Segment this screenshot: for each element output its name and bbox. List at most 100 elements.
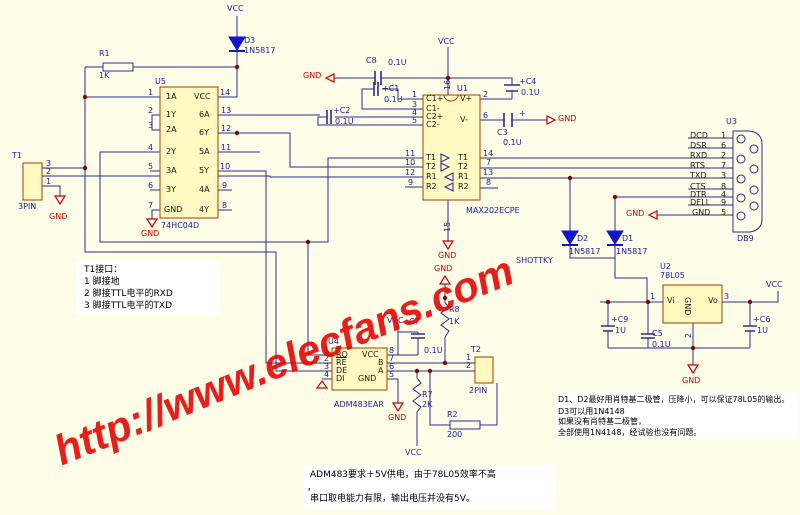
u4-name-b: B bbox=[378, 358, 384, 367]
note-diode-line3: 如果没有肖特基二极管， bbox=[558, 417, 646, 426]
max-pin-5: 5 bbox=[412, 116, 418, 125]
u5-pin-13: 13 bbox=[221, 106, 232, 115]
u4-partnum: ADM483EAR bbox=[334, 400, 384, 409]
u2-pin-3: 3 bbox=[724, 292, 730, 301]
db9-pin-1: 1 bbox=[721, 131, 727, 140]
vcc-r7-label: VCC bbox=[405, 448, 422, 457]
u5-pin-9: 9 bbox=[222, 181, 228, 190]
c3-capacitor bbox=[503, 113, 513, 127]
max-name-r2r: R2 bbox=[458, 182, 469, 191]
u4-name-vcc: VCC bbox=[362, 350, 379, 359]
d2-diode-icon bbox=[561, 230, 579, 245]
r8-value: 1K bbox=[449, 317, 460, 326]
r8-refdes: R8 bbox=[449, 305, 460, 314]
gnd-arrow-c8-icon bbox=[324, 73, 335, 83]
max-pin-8: 8 bbox=[486, 178, 492, 187]
max-pin-11: 11 bbox=[405, 149, 416, 158]
c1-capacitor bbox=[373, 82, 379, 96]
wires bbox=[42, 16, 779, 446]
u5-pin-3: 3 bbox=[148, 121, 154, 130]
gnd-c8-label: GND bbox=[303, 71, 322, 80]
c3-plus: + bbox=[519, 109, 526, 118]
t1-value: 3PIN bbox=[18, 202, 37, 211]
r2-refdes: R2 bbox=[447, 410, 458, 419]
u2-refdes: U2 bbox=[660, 262, 671, 271]
c1-value: 0.1U bbox=[384, 95, 403, 104]
u4-pin-8: 8 bbox=[389, 346, 395, 355]
db9-pin-6: 6 bbox=[721, 141, 727, 150]
u5-name-1a: 1A bbox=[166, 92, 177, 101]
u5-name-5y: 5Y bbox=[199, 166, 209, 175]
max-pin-15: 15 bbox=[443, 221, 452, 232]
u5-name-2y: 2Y bbox=[166, 147, 176, 156]
r2-value: 200 bbox=[447, 430, 463, 439]
db9-sig-dtr: DTR bbox=[690, 190, 707, 199]
u4-name-re: RE bbox=[336, 358, 347, 367]
max-name-r1l: R1 bbox=[426, 172, 437, 181]
r2-resistor bbox=[449, 420, 481, 430]
db9-sig-dsr: DSR bbox=[690, 141, 707, 150]
t2-refdes: T2 bbox=[471, 345, 481, 354]
u4-name-a: A bbox=[378, 366, 384, 375]
d2-refdes: D2 bbox=[577, 234, 589, 243]
t2-pin-1: 1 bbox=[466, 353, 472, 362]
db9-pin-5: 5 bbox=[721, 208, 727, 217]
gnd-t1-label: GND bbox=[49, 212, 68, 221]
db9-pin-7: 7 bbox=[721, 161, 727, 170]
u1-partnum: MAX202ECPE bbox=[466, 206, 520, 215]
gnd-arrow-78l05-icon bbox=[686, 364, 700, 375]
gnd-max15-label: GND bbox=[438, 251, 457, 260]
gnd-arrow-db9-icon bbox=[647, 210, 658, 220]
u4-adm483-chip bbox=[331, 347, 388, 391]
vcc-u4-label: VCC bbox=[387, 316, 404, 325]
u4-pin-5: 5 bbox=[389, 370, 395, 379]
max-name-vp: V+ bbox=[460, 94, 473, 103]
max-name-vm: V- bbox=[460, 115, 468, 124]
db9-sig-dcd: DCD bbox=[690, 131, 708, 140]
capacitors bbox=[326, 71, 757, 339]
c6-refdes: +C6 bbox=[753, 315, 771, 324]
c4-value: 0.1U bbox=[521, 88, 540, 97]
note-adm-line2: ， bbox=[307, 483, 317, 493]
u5-74hc04d-chip bbox=[159, 86, 219, 219]
note-t1-line1: T1接口： bbox=[84, 265, 123, 275]
vcc-78l05-label: VCC bbox=[766, 280, 783, 289]
u5-name-6a: 6A bbox=[199, 110, 210, 119]
gnd-arrow-u5-icon bbox=[145, 218, 159, 229]
db9-sig-dell: DELL bbox=[690, 198, 711, 207]
u4-name-de: DE bbox=[336, 366, 348, 375]
r1-value: 1K bbox=[99, 71, 110, 80]
max-name-t1r: T1 bbox=[458, 153, 468, 162]
c7-refdes: C7 bbox=[409, 317, 420, 326]
note-diode-line1: D1、D2最好用肖特基二极管，压降小，可以保证78L05的输出。 bbox=[558, 395, 790, 404]
u5-pin-1: 1 bbox=[148, 88, 154, 97]
u2-name-gnd: GND bbox=[683, 297, 692, 316]
gnd-arrow-di-icon bbox=[315, 379, 329, 389]
ground-arrows bbox=[53, 73, 700, 413]
u5-name-4a: 4A bbox=[199, 185, 210, 194]
max-pin-9: 9 bbox=[408, 178, 414, 187]
c7-value: 0.1U bbox=[424, 346, 443, 355]
u5-refdes: U5 bbox=[155, 77, 166, 86]
u4-pin-4: 4 bbox=[324, 370, 330, 379]
max-pin-16: 16 bbox=[443, 79, 452, 90]
gnd-arrow-r8-icon bbox=[438, 274, 452, 285]
u1-max202-chip bbox=[422, 94, 481, 201]
junction-dots bbox=[82, 64, 753, 374]
vcc-d3-label: VCC bbox=[227, 4, 244, 13]
u5-partnum: 74HC04D bbox=[161, 221, 200, 230]
max-name-t1l: T1 bbox=[426, 153, 436, 162]
gnd-u5-label: GND bbox=[141, 229, 160, 238]
u4-pin-7: 7 bbox=[389, 354, 395, 363]
u2-name-vo: Vo bbox=[708, 296, 718, 305]
d2-value: 1N5817 bbox=[569, 247, 601, 256]
max-pin-7: 7 bbox=[486, 158, 492, 167]
c9-capacitor bbox=[601, 325, 615, 332]
r7-resistor bbox=[412, 377, 422, 418]
u4-pin-2: 2 bbox=[324, 354, 330, 363]
gnd-db9-label: GND bbox=[626, 209, 645, 218]
u2-pin-1: 1 bbox=[650, 292, 656, 301]
u5-pin-5: 5 bbox=[148, 162, 154, 171]
t2-pin-2: 2 bbox=[466, 361, 472, 370]
